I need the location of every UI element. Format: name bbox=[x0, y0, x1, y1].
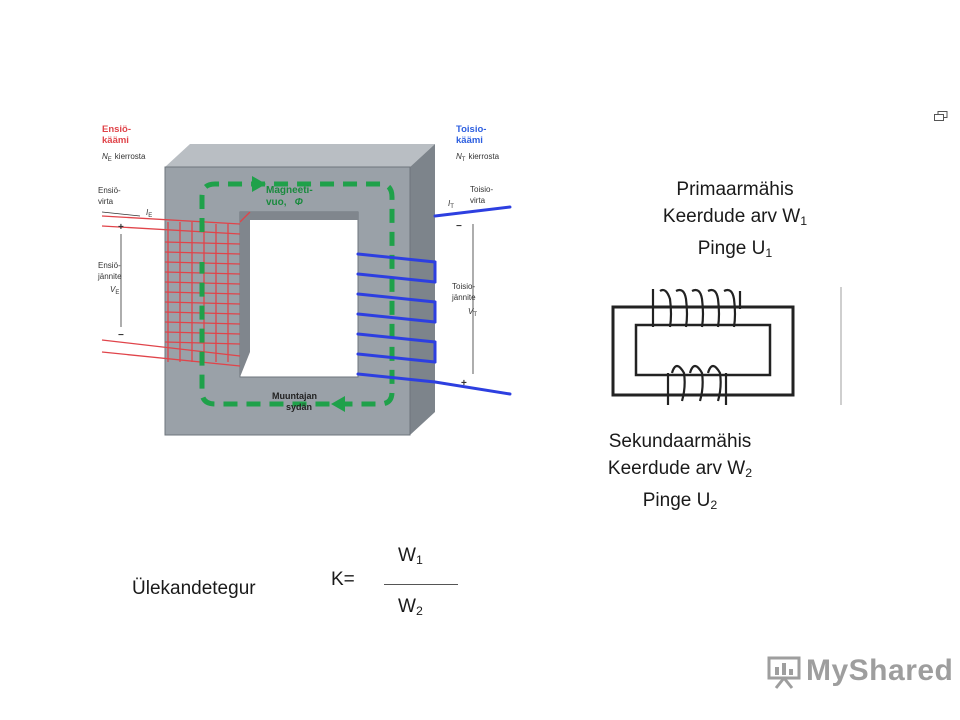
primary-title: Ensiö- bbox=[102, 124, 131, 135]
primary-current-sub: E bbox=[148, 213, 152, 219]
secondary-minus: − bbox=[456, 221, 462, 232]
formula-num-subscript: 1 bbox=[415, 553, 423, 568]
restore-icon[interactable] bbox=[934, 111, 948, 121]
formula-denominator: W2 bbox=[398, 596, 423, 618]
flux-label-2: vuo, bbox=[266, 197, 287, 208]
primary-voltage-sub: E bbox=[115, 290, 119, 296]
primary-turns-label: Keerdude arv W bbox=[662, 206, 801, 227]
primary-plus: + bbox=[118, 222, 124, 233]
svg-text:VT: VT bbox=[468, 307, 477, 318]
primary-voltage: Pinge U1 bbox=[620, 235, 850, 267]
schematic-secondary-coil bbox=[666, 364, 728, 405]
formula-num-letter: W bbox=[398, 545, 416, 566]
flux-path bbox=[199, 181, 395, 407]
primary-title-2: käämi bbox=[102, 135, 129, 146]
secondary-title-2: käämi bbox=[456, 135, 483, 146]
svg-text:VE: VE bbox=[110, 285, 119, 296]
schematic-inner-window bbox=[634, 323, 772, 377]
logo-text: MyShared bbox=[806, 654, 954, 687]
core-label-1: Muuntajan bbox=[272, 391, 317, 401]
primary-current-1: Ensiö- bbox=[98, 186, 121, 195]
primary-winding-info: Primaarmähis Keerdude arv W1 Pinge U1 bbox=[620, 176, 850, 267]
core-side-face bbox=[410, 144, 435, 435]
core-window-shade bbox=[240, 212, 358, 377]
schematic-primary-coil bbox=[651, 288, 742, 328]
secondary-voltage-1: Toisio- bbox=[452, 282, 475, 291]
svg-text:IT: IT bbox=[448, 199, 454, 210]
primary-voltage-label: Pinge U bbox=[697, 238, 766, 260]
transformation-ratio-label: Ülekandetegur bbox=[132, 578, 256, 599]
secondary-voltage: Pinge U2 bbox=[565, 487, 795, 519]
secondary-turns-subscript: 2 bbox=[745, 466, 753, 481]
primary-voltage-1: Ensiö- bbox=[98, 261, 121, 270]
primary-coil bbox=[101, 211, 251, 367]
flux-symbol: Φ bbox=[295, 197, 304, 208]
primary-current-arrow bbox=[101, 211, 141, 217]
secondary-voltage-sub: T bbox=[473, 312, 477, 318]
primary-voltage-subscript: 1 bbox=[765, 246, 773, 261]
primary-current-2: virta bbox=[98, 197, 114, 206]
flux-arrow-top bbox=[252, 176, 266, 192]
secondary-turns-sub: T bbox=[462, 157, 466, 163]
primary-voltage-2: jännite bbox=[97, 272, 122, 281]
primary-turns-sub: E bbox=[108, 157, 112, 163]
secondary-voltage-label: Pinge U bbox=[642, 490, 711, 512]
formula-den-subscript: 2 bbox=[415, 604, 423, 619]
secondary-voltage-subscript: 2 bbox=[710, 498, 718, 513]
primary-turns-subscript: 1 bbox=[800, 214, 808, 229]
secondary-current-2: virta bbox=[470, 196, 486, 205]
secondary-current-sub: T bbox=[450, 204, 454, 210]
secondary-current-sym: I bbox=[448, 199, 451, 208]
primary-turns-sym: N bbox=[102, 152, 108, 161]
primary-voltage-sym: V bbox=[110, 285, 116, 294]
primary-turns-word: kierrosta bbox=[115, 152, 146, 161]
svg-text:vuo,Φ: vuo, Φ bbox=[266, 197, 304, 208]
secondary-title: Toisio- bbox=[456, 124, 486, 135]
formula-den-letter: W bbox=[398, 596, 416, 617]
secondary-name: Sekundaarmähis bbox=[608, 431, 752, 452]
secondary-turns: Keerdude arv W2 bbox=[565, 455, 795, 487]
core-label-2: sydän bbox=[286, 402, 312, 412]
core-top-face bbox=[165, 144, 435, 167]
flux-label-1: Magneeti- bbox=[266, 185, 313, 196]
primary-minus: − bbox=[118, 330, 124, 341]
transformer-schematic bbox=[611, 287, 842, 405]
formula-numerator: W1 bbox=[398, 545, 423, 567]
secondary-turns-sym: N bbox=[456, 152, 462, 161]
fraction-bar bbox=[384, 584, 458, 585]
svg-text:IE: IE bbox=[146, 208, 152, 219]
secondary-voltage-2: jännite bbox=[451, 293, 476, 302]
secondary-turns-word: kierrosta bbox=[468, 152, 499, 161]
secondary-turns-label: Keerdude arv W bbox=[607, 458, 746, 479]
secondary-plus: + bbox=[461, 378, 467, 389]
primary-current-sym: I bbox=[146, 208, 149, 217]
presentation-icon bbox=[767, 656, 801, 689]
primary-turns: Keerdude arv W1 bbox=[620, 203, 850, 235]
secondary-voltage-sym: V bbox=[468, 307, 474, 316]
secondary-coil bbox=[356, 205, 512, 396]
secondary-current-1: Toisio- bbox=[470, 185, 493, 194]
primary-name: Primaarmähis bbox=[676, 179, 794, 200]
formula-k: K= bbox=[331, 569, 355, 590]
flux-arrow-bottom bbox=[331, 396, 345, 412]
secondary-winding-info: Sekundaarmähis Keerdude arv W2 Pinge U2 bbox=[565, 428, 795, 519]
